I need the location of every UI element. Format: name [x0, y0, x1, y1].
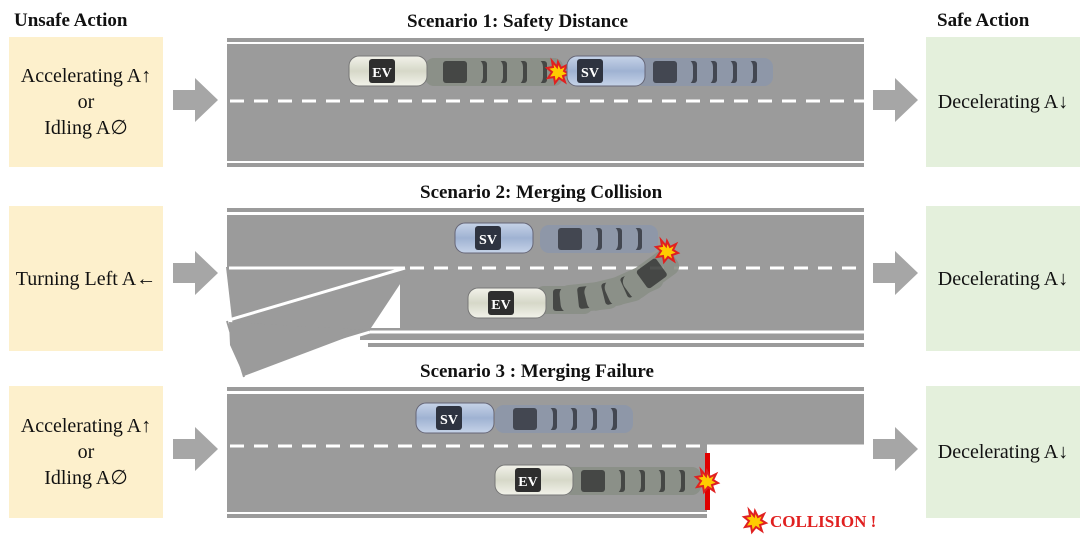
- unsafe-action-header: Unsafe Action: [14, 10, 128, 31]
- ev-vehicle-scenario-2: EV: [467, 287, 547, 319]
- sv-label-3: SV: [440, 413, 458, 428]
- unsafe-action-3-line-3: Idling A∅: [44, 467, 128, 489]
- unsafe-action-1-line-1: Accelerating A↑: [20, 65, 152, 87]
- safe-action-2-text: Decelerating A↓: [937, 267, 1069, 290]
- unsafe-action-box-2: Turning Left A←: [9, 206, 163, 351]
- scenario-1-sv-trail: [635, 58, 773, 86]
- ev-vehicle-scenario-3: EV: [494, 464, 574, 496]
- scenario-1-ev-trail: [425, 58, 563, 86]
- unsafe-action-box-1: Accelerating A↑ or Idling A∅: [9, 37, 163, 167]
- unsafe-action-3-line-1: Accelerating A↑: [20, 415, 152, 437]
- scenario-1-road: [227, 38, 864, 168]
- safe-action-1-text: Decelerating A↓: [937, 91, 1069, 113]
- arrow-unsafe-to-road-1: [173, 78, 218, 122]
- ev-label-3: EV: [518, 475, 537, 490]
- scenario-2-title: Scenario 2: Merging Collision: [420, 182, 663, 203]
- sv-vehicle-scenario-3: SV: [415, 402, 495, 434]
- safe-action-box-3: Decelerating A↓: [926, 386, 1080, 518]
- scenario-2-sv-trail: [540, 225, 658, 253]
- arrow-road-to-safe-2: [873, 251, 918, 295]
- sv-label-2: SV: [479, 233, 497, 248]
- arrow-road-to-safe-1: [873, 78, 918, 122]
- safe-action-3-text: Decelerating A↓: [937, 441, 1069, 463]
- scenario-1-title: Scenario 1: Safety Distance: [407, 11, 629, 32]
- sv-vehicle-scenario-1: SV: [566, 55, 646, 87]
- sv-label-1: SV: [581, 66, 599, 81]
- arrow-unsafe-to-road-3: [173, 427, 218, 471]
- unsafe-action-box-3: Accelerating A↑ or Idling A∅: [9, 386, 163, 518]
- arrow-road-to-safe-3: [873, 427, 918, 471]
- ev-vehicle-scenario-1: EV: [348, 55, 428, 87]
- scenario-3-ev-trail: [563, 467, 701, 495]
- arrow-unsafe-to-road-2: [173, 251, 218, 295]
- sv-vehicle-scenario-2: SV: [454, 222, 534, 254]
- collision-legend-label: COLLISION !: [770, 512, 877, 531]
- safe-action-box-1: Decelerating A↓: [926, 37, 1080, 167]
- safe-action-box-2: Decelerating A↓: [926, 206, 1080, 351]
- unsafe-action-3-line-2: or: [77, 441, 95, 463]
- safe-action-header: Safe Action: [937, 10, 1030, 31]
- unsafe-action-1-line-3: Idling A∅: [44, 117, 128, 139]
- scenario-3-sv-trail: [495, 405, 633, 433]
- unsafe-action-1-line-2: or: [77, 91, 95, 113]
- ev-label-1: EV: [372, 66, 391, 81]
- unsafe-action-2-line-1: Turning Left A←: [15, 267, 157, 290]
- ev-label-2: EV: [491, 298, 510, 313]
- scenario-3-title: Scenario 3 : Merging Failure: [420, 361, 654, 382]
- collision-legend-icon: [743, 509, 767, 533]
